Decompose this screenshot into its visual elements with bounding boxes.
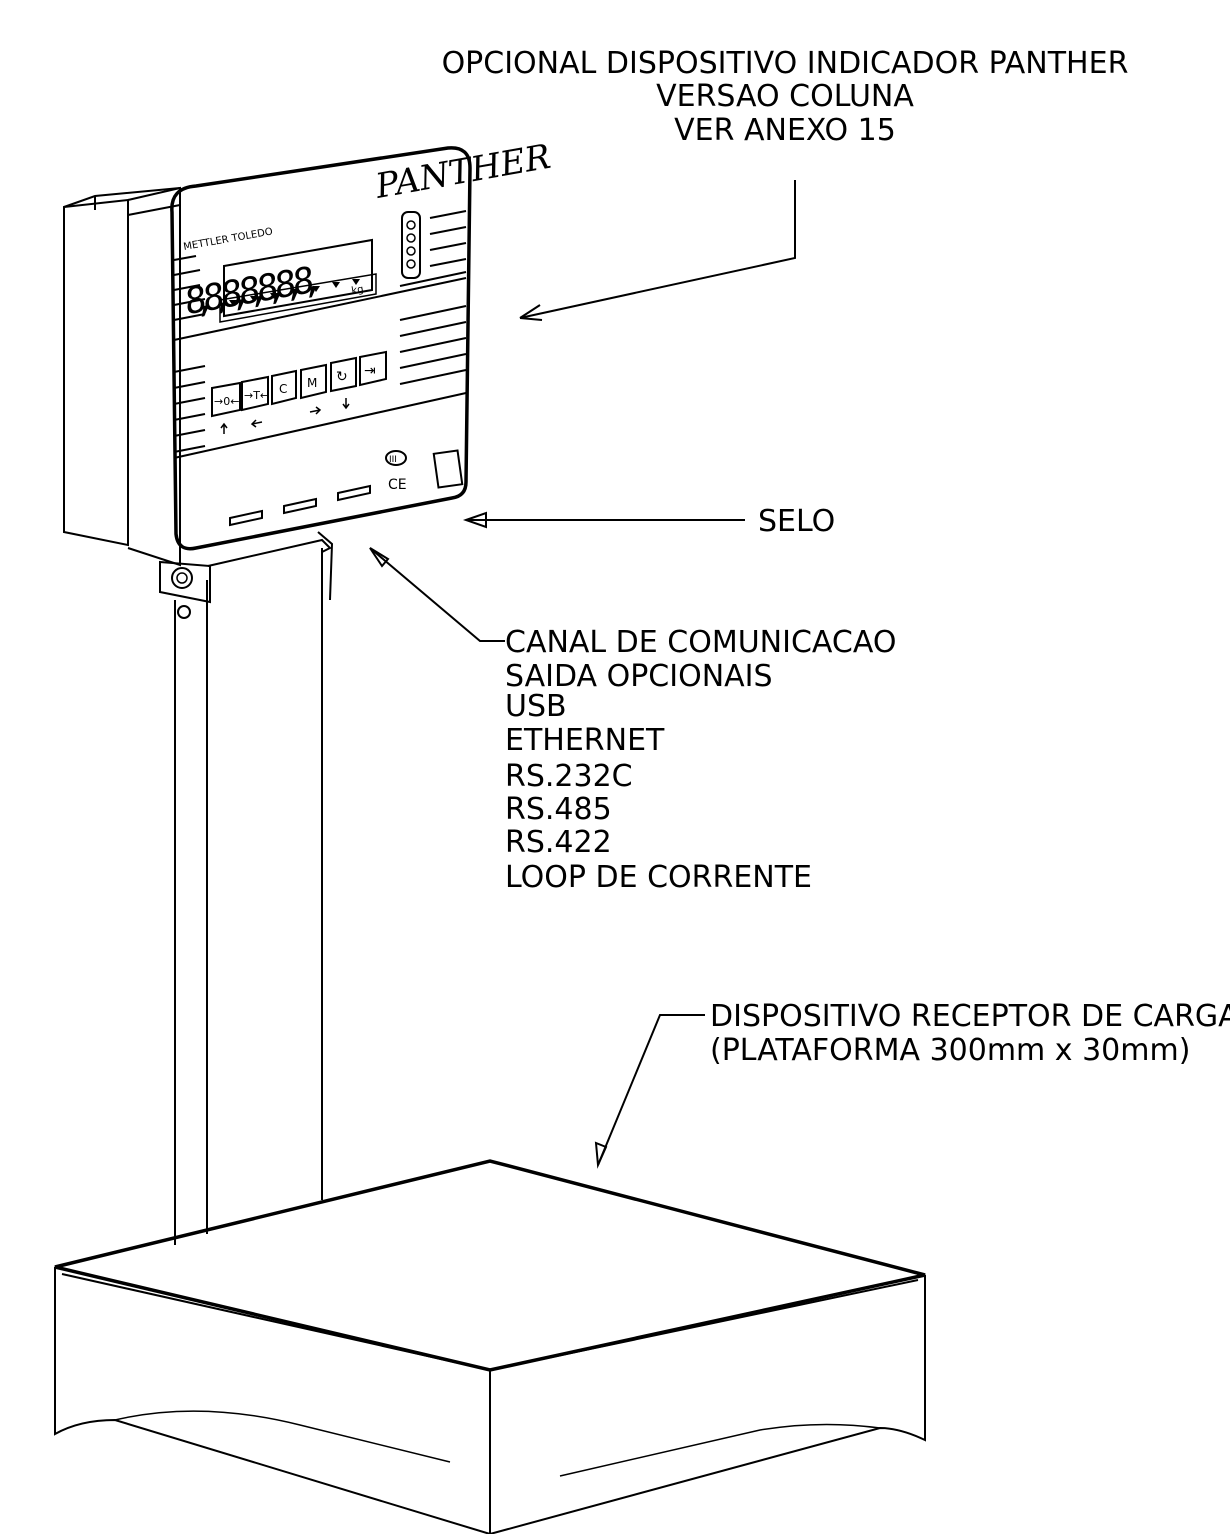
- weight-display: 8,8,8,8,8,8,8, kg: [184, 238, 377, 324]
- memory-key[interactable]: M: [300, 363, 327, 400]
- column-post: [174, 548, 323, 1245]
- platform-line-1: DISPOSITIVO RECEPTOR DE CARGA: [710, 999, 1230, 1034]
- svg-text:⇥: ⇥: [364, 363, 376, 379]
- svg-text:→0←: →0←: [214, 395, 239, 408]
- load-platform: [54, 1159, 926, 1534]
- comm-line-1: CANAL DE COMUNICACAO: [505, 625, 896, 660]
- indicator-callout-line-3: VER ANEXO 15: [674, 113, 896, 148]
- comm-line-5: RS.232C: [505, 759, 633, 794]
- connector-ports: [229, 484, 371, 527]
- keypad: →0← →T← C M ↻ ⇥: [211, 350, 387, 434]
- svg-text:M: M: [307, 376, 317, 390]
- column-bracket: [159, 531, 334, 619]
- tare-key[interactable]: →T←: [241, 375, 269, 412]
- indicator-callout-line-1: OPCIONAL DISPOSITIVO INDICADOR PANTHER: [442, 46, 1129, 81]
- platform-callout: DISPOSITIVO RECEPTOR DE CARGA (PLATAFORM…: [710, 999, 1230, 1068]
- maker-label: METTLER TOLEDO: [183, 226, 274, 253]
- status-triangles: [229, 279, 360, 306]
- comm-line-8: LOOP DE CORRENTE: [505, 860, 812, 895]
- comm-line-3: USB: [505, 689, 567, 724]
- svg-text:↻: ↻: [336, 369, 348, 385]
- display-unit: kg: [351, 284, 365, 297]
- panther-logo: PANTHER: [372, 137, 554, 207]
- leader-indicator: [519, 180, 796, 321]
- accuracy-class: III: [389, 455, 397, 465]
- ce-mark: CE: [388, 477, 407, 493]
- svg-text:C: C: [279, 382, 287, 396]
- clear-key[interactable]: C: [271, 369, 297, 406]
- comm-line-6: RS.485: [505, 792, 612, 827]
- zero-key[interactable]: →0←: [211, 381, 241, 418]
- leader-platform: [594, 1014, 705, 1169]
- comm-line-7: RS.422: [505, 825, 612, 860]
- panther-indicator: PANTHER METTLER TOLEDO 8,8,8,8,8,8,8, kg: [63, 137, 554, 567]
- seal-callout: SELO: [758, 504, 835, 539]
- leader-communication: [369, 547, 505, 642]
- status-leds: [401, 211, 421, 279]
- comm-line-4: ETHERNET: [505, 723, 665, 758]
- approval-marks: III CE: [385, 449, 464, 493]
- leader-seal: [462, 511, 745, 529]
- key-arrows: [220, 398, 350, 434]
- cycle-key[interactable]: ↻: [330, 356, 357, 393]
- enter-key[interactable]: ⇥: [359, 350, 387, 387]
- comm-line-2: SAIDA OPCIONAIS: [505, 659, 773, 694]
- indicator-callout-line-2: VERSAO COLUNA: [656, 79, 914, 114]
- indicator-callout: OPCIONAL DISPOSITIVO INDICADOR PANTHER V…: [442, 46, 1129, 148]
- platform-line-2: (PLATAFORMA 300mm x 30mm): [710, 1033, 1190, 1068]
- communication-callout: CANAL DE COMUNICACAO SAIDA OPCIONAIS USB…: [505, 625, 896, 895]
- seal-square: [432, 449, 464, 489]
- svg-text:→T←: →T←: [244, 389, 269, 402]
